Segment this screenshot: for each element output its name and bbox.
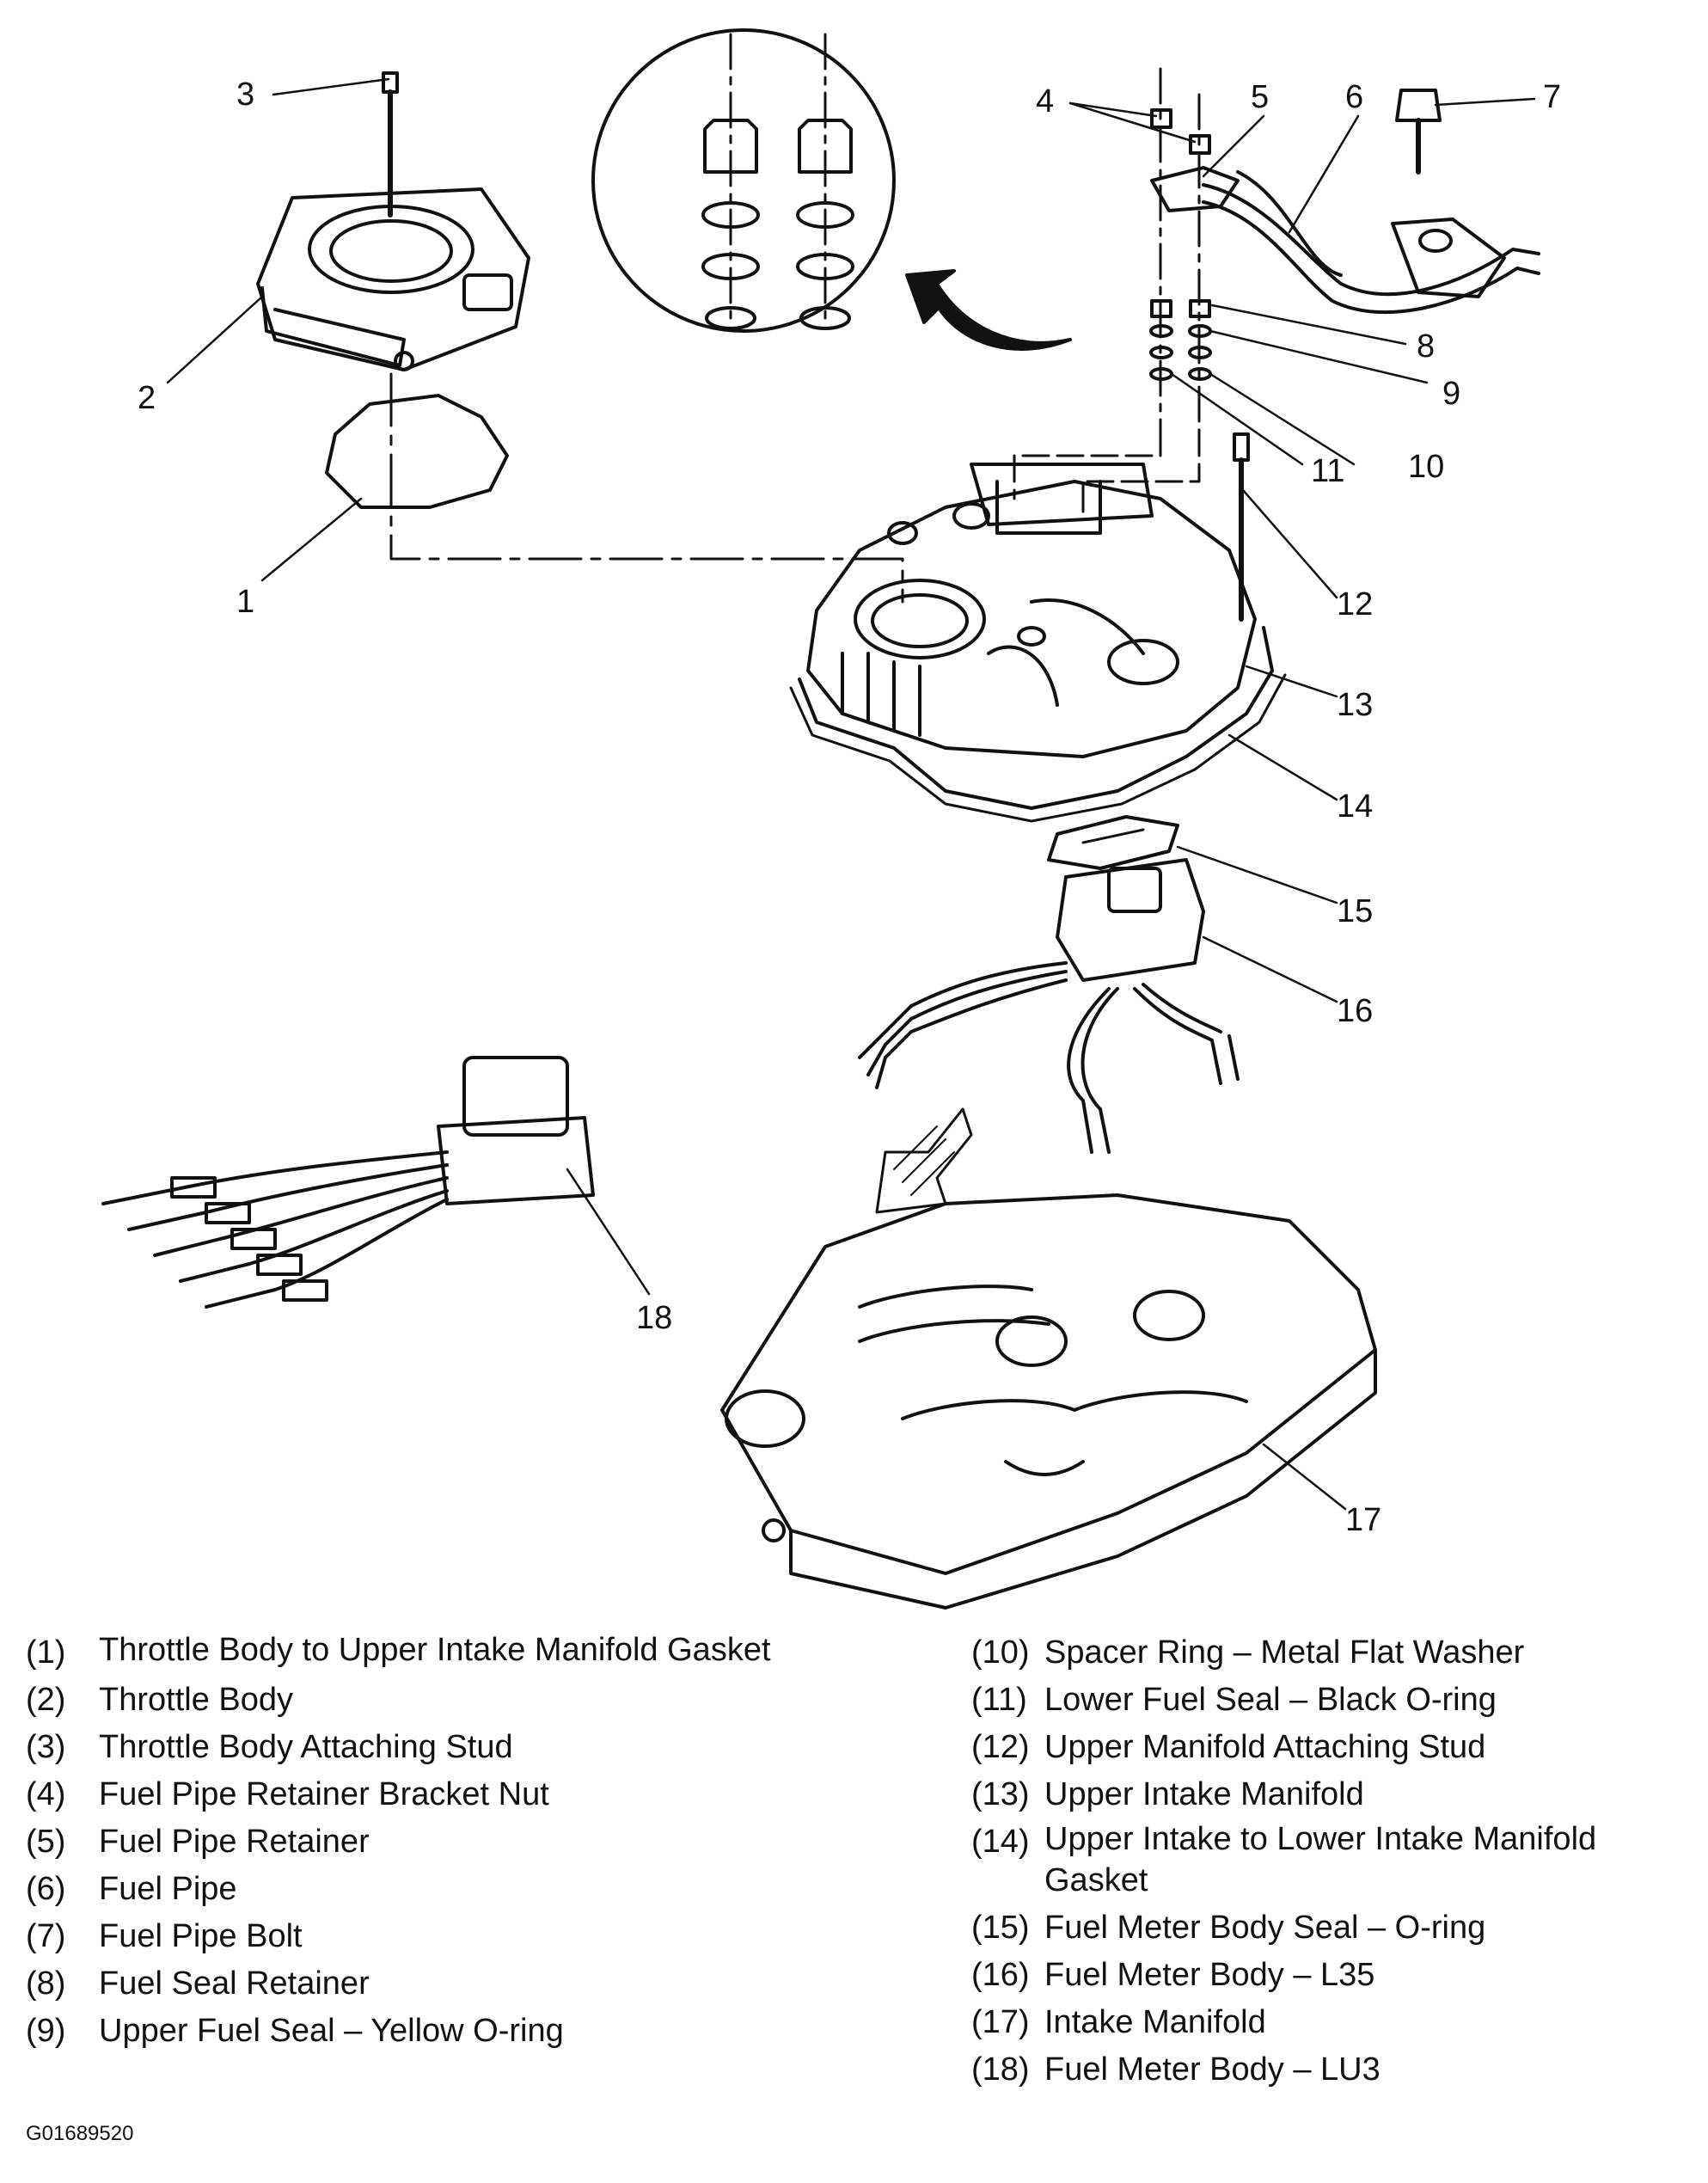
legend-text: Fuel Meter Body – L35	[1044, 1957, 1375, 1993]
legend-number: (12)	[971, 1729, 1030, 1765]
legend-number: (6)	[26, 1871, 66, 1907]
legend-number: (3)	[26, 1729, 66, 1765]
callout-4: 4	[1036, 83, 1054, 120]
legend-item-15: (15) Fuel Meter Body Seal – O-ring	[971, 1904, 1693, 1952]
legend-text: Fuel Pipe Retainer Bracket Nut	[99, 1776, 549, 1812]
legend-item-12: (12) Upper Manifold Attaching Stud	[971, 1724, 1693, 1771]
legend-text: Lower Fuel Seal – Black O-ring	[1044, 1682, 1497, 1718]
fuel-meter-body-l35	[858, 858, 1240, 1154]
legend-number: (8)	[26, 1965, 66, 2002]
legend-number: (15)	[971, 1910, 1030, 1946]
figure-code: G01689520	[26, 2122, 134, 2145]
callout-7: 7	[1543, 79, 1561, 115]
legend-number: (2)	[26, 1682, 66, 1718]
fuel-meter-body-seal	[1047, 815, 1179, 870]
leader-lines	[166, 77, 1536, 1511]
upper-intake-manifold	[806, 463, 1257, 758]
parts-legend-left: (1) Throttle Body to Upper Intake Manifo…	[26, 1629, 799, 2055]
callout-13: 13	[1337, 687, 1373, 723]
legend-item-6: (6) Fuel Pipe	[26, 1866, 799, 1913]
legend-number: (14)	[971, 1824, 1030, 1860]
legend-number: (4)	[26, 1776, 66, 1812]
legend-text: Upper Fuel Seal – Yellow O-ring	[99, 2013, 564, 2049]
legend-text: Throttle Body Attaching Stud	[99, 1729, 513, 1765]
legend-item-7: (7) Fuel Pipe Bolt	[26, 1913, 799, 1960]
legend-text: Upper Manifold Attaching Stud	[1044, 1729, 1486, 1765]
assembly-centerline	[389, 372, 904, 604]
callout-6: 6	[1345, 79, 1363, 115]
legend-number: (1)	[26, 1634, 66, 1671]
legend-item-8: (8) Fuel Seal Retainer	[26, 1960, 799, 2008]
callout-18: 18	[636, 1300, 672, 1336]
legend-item-10: (10) Spacer Ring – Metal Flat Washer	[971, 1629, 1693, 1677]
legend-item-17: (17) Intake Manifold	[971, 1999, 1693, 2046]
fuel-meter-body-lu3	[101, 1056, 595, 1309]
legend-number: (16)	[971, 1957, 1030, 1993]
legend-number: (18)	[971, 2051, 1030, 2088]
legend-text: Fuel Pipe Bolt	[99, 1918, 303, 1954]
legend-text: Spacer Ring – Metal Flat Washer	[1044, 1634, 1525, 1671]
legend-number: (9)	[26, 2013, 66, 2049]
legend-item-18: (18) Fuel Meter Body – LU3	[971, 2046, 1693, 2094]
callout-5: 5	[1251, 79, 1269, 115]
throttle-body-gasket	[325, 394, 509, 509]
upper-manifold-attaching-stud	[1233, 432, 1250, 622]
callout-3: 3	[236, 77, 254, 113]
parts-legend-right: (10) Spacer Ring – Metal Flat Washer (11…	[971, 1629, 1693, 2094]
legend-number: (17)	[971, 2004, 1030, 2040]
legend-text: Throttle Body to Upper Intake Manifold G…	[99, 1632, 771, 1668]
legend-number: (13)	[971, 1776, 1030, 1812]
intake-manifold	[720, 1193, 1377, 1610]
fuel-pipe-bolt	[1395, 89, 1442, 175]
legend-number: (5)	[26, 1824, 66, 1860]
callout-14: 14	[1337, 788, 1373, 825]
legend-text: Fuel Meter Body – LU3	[1044, 2051, 1380, 2088]
callout-labels: 3 2 1 4 5 6 7 8 9 10 11 12 13 14 15 16 1…	[138, 77, 1561, 1538]
callout-12: 12	[1337, 586, 1373, 622]
legend-item-1: (1) Throttle Body to Upper Intake Manifo…	[26, 1629, 799, 1677]
callout-16: 16	[1337, 993, 1373, 1029]
fuel-pipe-assembly	[1150, 67, 1540, 453]
legend-text: Throttle Body	[99, 1682, 293, 1718]
legend-text: Fuel Pipe Retainer	[99, 1824, 370, 1860]
legend-text: Upper Intake Manifold	[1044, 1776, 1364, 1812]
legend-text: Fuel Meter Body Seal – O-ring	[1044, 1910, 1486, 1946]
legend-text: Intake Manifold	[1044, 2004, 1266, 2040]
seal-detail-magnifier	[591, 28, 896, 333]
callout-10: 10	[1408, 449, 1444, 485]
legend-item-13: (13) Upper Intake Manifold	[971, 1771, 1693, 1818]
legend-number: (10)	[971, 1634, 1030, 1671]
callout-1: 1	[236, 584, 254, 620]
callout-17: 17	[1345, 1502, 1381, 1538]
legend-text: Fuel Seal Retainer	[99, 1965, 370, 2002]
legend-item-5: (5) Fuel Pipe Retainer	[26, 1818, 799, 1866]
throttle-body	[256, 187, 530, 371]
legend-item-11: (11) Lower Fuel Seal – Black O-ring	[971, 1677, 1693, 1724]
callout-9: 9	[1442, 376, 1460, 412]
detail-arrow	[905, 269, 1072, 351]
legend-text: Fuel Pipe	[99, 1871, 237, 1907]
callout-8: 8	[1417, 328, 1435, 365]
legend-number: (7)	[26, 1918, 66, 1954]
legend-item-14: (14) Upper Intake to Lower Intake Manifo…	[971, 1818, 1693, 1904]
fuel-seal-stack	[1013, 299, 1212, 518]
upper-to-lower-gasket	[798, 626, 1274, 810]
callout-15: 15	[1337, 893, 1373, 929]
callout-11: 11	[1311, 453, 1344, 489]
legend-text: Upper Intake to Lower Intake Manifold Ga…	[1044, 1821, 1597, 1898]
legend-number: (11)	[971, 1682, 1027, 1718]
legend-item-4: (4) Fuel Pipe Retainer Bracket Nut	[26, 1771, 799, 1818]
exploded-view-diagram: 3 2 1 4 5 6 7 8 9 10 11 12 13 14 15 16 1…	[101, 28, 1561, 1610]
legend-item-2: (2) Throttle Body	[26, 1677, 799, 1724]
callout-2: 2	[138, 380, 156, 416]
legend-item-16: (16) Fuel Meter Body – L35	[971, 1952, 1693, 1999]
legend-item-9: (9) Upper Fuel Seal – Yellow O-ring	[26, 2008, 799, 2055]
legend-item-3: (3) Throttle Body Attaching Stud	[26, 1724, 799, 1771]
